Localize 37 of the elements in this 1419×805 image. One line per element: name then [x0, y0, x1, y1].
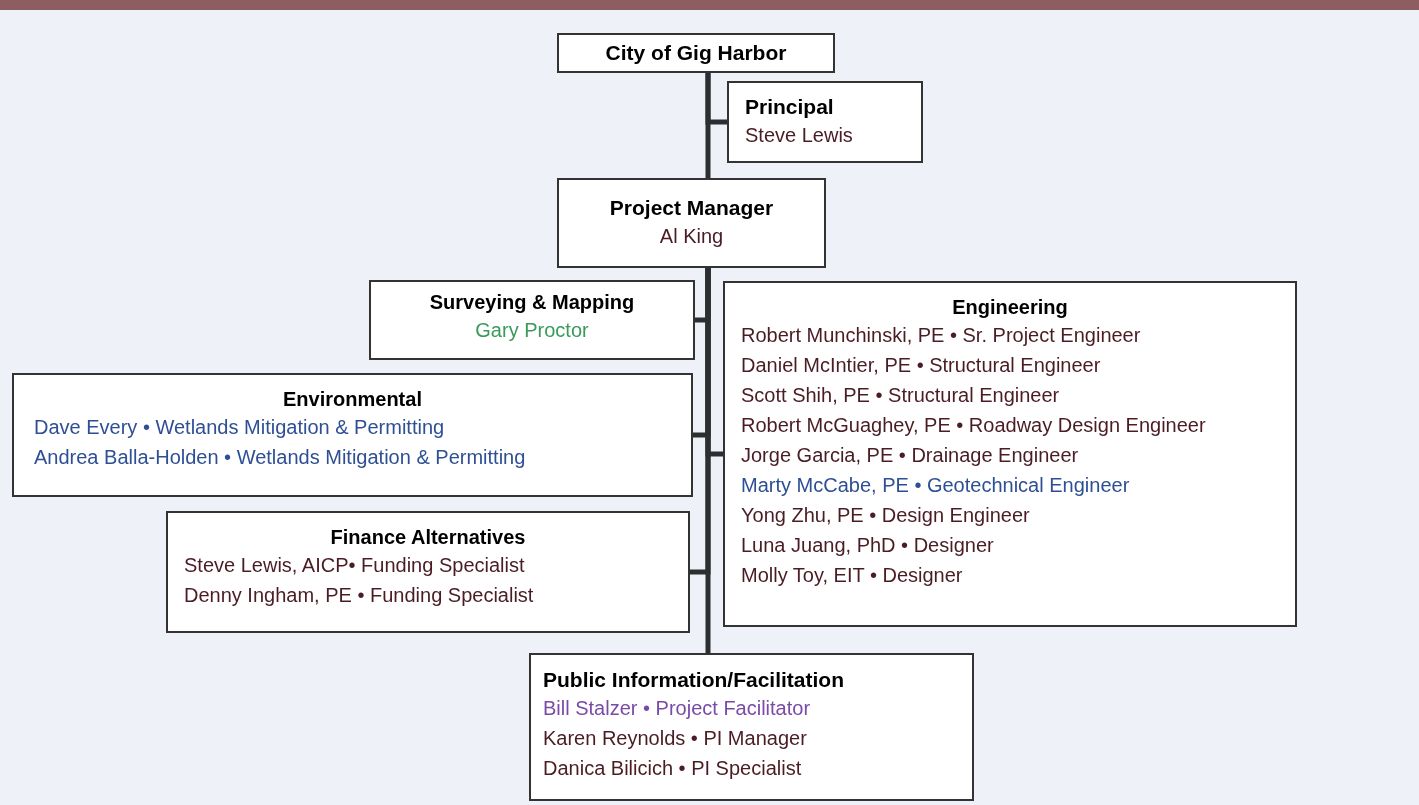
box-heading: Public Information/Facilitation	[543, 667, 844, 693]
staff-entry: Karen Reynolds • PI Manager	[543, 726, 807, 752]
box-heading: Principal	[745, 93, 834, 120]
connector-line	[705, 73, 711, 178]
org-box	[557, 178, 826, 268]
staff-entry: Denny Ingham, PE • Funding Specialist	[184, 583, 534, 608]
staff-entry: Bill Stalzer • Project Facilitator	[543, 696, 811, 722]
staff-entry: Yong Zhu, PE • Design Engineer	[741, 503, 1030, 528]
box-heading: City of Gig Harbor	[605, 39, 787, 66]
staff-entry: Daniel McIntier, PE • Structural Engineer	[741, 353, 1101, 378]
staff-entry: Steve Lewis, AICP• Funding Specialist	[184, 553, 525, 578]
box-heading: Surveying & Mapping	[429, 290, 635, 315]
org-box	[557, 33, 835, 73]
staff-entry: Andrea Balla-Holden • Wetlands Mitigation & Permitting	[34, 445, 526, 470]
org-box	[723, 281, 1297, 627]
staff-entry: Molly Toy, EIT • Designer	[741, 563, 963, 588]
org-box	[529, 653, 974, 801]
connector-line	[705, 268, 711, 653]
box-heading: Environmental	[283, 387, 422, 412]
staff-entry: Danica Bilicich • PI Specialist	[543, 756, 802, 782]
box-heading: Project Manager	[609, 194, 774, 221]
staff-entry: Marty McCabe, PE • Geotechnical Engineer	[741, 473, 1130, 498]
org-box	[12, 373, 693, 497]
staff-entry: Al King	[659, 224, 724, 250]
box-heading: Engineering	[952, 295, 1068, 320]
staff-entry: Gary Proctor	[475, 318, 589, 343]
staff-entry: Dave Every • Wetlands Mitigation & Permitting	[34, 415, 445, 440]
org-box	[727, 81, 923, 163]
org-box	[166, 511, 690, 633]
staff-entry: Scott Shih, PE • Structural Engineer	[741, 383, 1060, 408]
org-box	[369, 280, 695, 360]
staff-entry: Luna Juang, PhD • Designer	[741, 533, 994, 558]
staff-entry: Jorge Garcia, PE • Drainage Engineer	[741, 443, 1079, 468]
staff-entry: Robert McGuaghey, PE • Roadway Design Engineer	[741, 413, 1206, 438]
box-heading: Finance Alternatives	[330, 525, 526, 550]
staff-entry: Robert Munchinski, PE • Sr. Project Engineer	[741, 323, 1141, 348]
staff-entry: Steve Lewis	[745, 123, 853, 149]
